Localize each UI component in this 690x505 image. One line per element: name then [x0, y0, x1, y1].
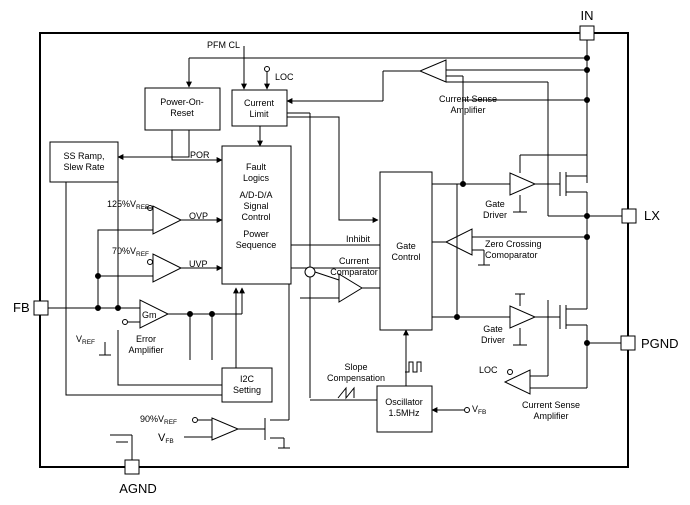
loc-top-node [264, 66, 270, 72]
current-comparator [338, 273, 363, 303]
ref-125-label: 125%VREF [107, 199, 150, 211]
pin-label-agnd: AGND [119, 481, 157, 496]
ref-err-label: VREF [76, 334, 96, 346]
loc-top-label: LOC [275, 72, 294, 82]
pfm-cl-label: PFM CL [207, 40, 241, 50]
pin-lx [621, 208, 637, 224]
ref-90-label: 90%VREF [140, 414, 178, 426]
zero-crossing-comparator [444, 228, 473, 256]
vfb-osc-label: VFB [472, 404, 487, 416]
pin-in [579, 25, 595, 41]
pin-agnd [124, 459, 140, 475]
fault-logic-block [221, 145, 292, 285]
ss-ramp-block [49, 141, 119, 183]
pin-pgnd [620, 335, 636, 351]
power-on-reset-label: Power-On-Reset [160, 97, 204, 118]
por-label: POR [190, 150, 210, 160]
slope-ramp [337, 386, 355, 400]
fault-logic-label: Fault Logics A/D-D/A Signal Control Powe… [235, 162, 277, 250]
pin-label-fb: FB [13, 300, 30, 315]
pin-label-pgnd: PGND [641, 336, 679, 351]
gate-control-block [379, 171, 433, 331]
clock-pulse [405, 361, 422, 373]
gate-driver-bottom [509, 305, 537, 329]
ref-70-label: 70%VREF [112, 246, 150, 258]
ovp-label: OVP [189, 211, 209, 221]
uvp-comparator [152, 253, 183, 283]
current-sense-amp-bottom [503, 369, 531, 395]
pin-label-lx: LX [644, 208, 660, 223]
power-on-reset-block [144, 87, 221, 131]
gm-label: Gm [142, 310, 157, 320]
inhibit-label: Inhibit [346, 234, 371, 244]
vfb-left-label: VFB [158, 432, 174, 446]
error-amplifier [139, 299, 170, 329]
gate-driver-top [509, 172, 537, 196]
current-sense-amp-top [418, 59, 447, 83]
uvp-label: UVP [189, 259, 208, 269]
ovp-comparator [152, 205, 183, 235]
chip-boundary [39, 32, 629, 468]
pgood-comparator [211, 417, 240, 441]
in-rail [186, 40, 590, 183]
summing-node [304, 266, 316, 278]
current-limit-block [231, 89, 288, 127]
oscillator-block [376, 385, 433, 433]
pin-fb [33, 300, 49, 316]
pin-label-in: IN [580, 8, 594, 23]
loc-bottom-label: LOC [479, 365, 498, 375]
ss-ramp-label: SS Ramp,Slew Rate [63, 151, 105, 172]
